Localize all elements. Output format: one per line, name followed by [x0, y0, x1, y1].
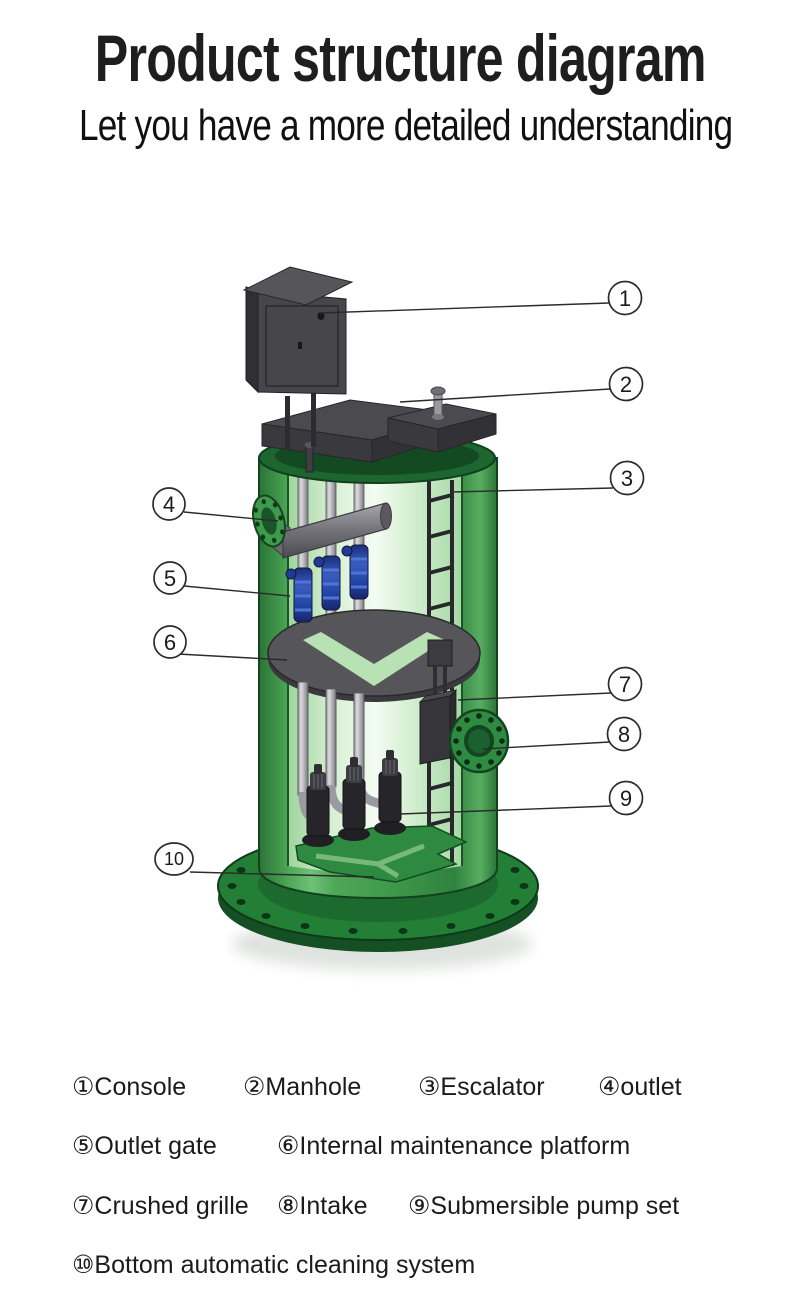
legend-label-2: Manhole	[265, 1073, 362, 1101]
legend-item-outlet-gate: ⑤Outlet gate	[72, 1131, 217, 1161]
svg-text:5: 5	[164, 566, 176, 591]
outlet-gate-valves	[285, 544, 369, 623]
outlet-flange	[252, 494, 286, 548]
maintenance-platform	[267, 609, 481, 702]
submersible-pumps	[302, 750, 406, 847]
svg-text:8: 8	[618, 722, 630, 747]
legend-item-escalator: ③Escalator	[418, 1072, 545, 1102]
callout-1: 1	[319, 280, 643, 316]
intake-flange	[448, 708, 510, 774]
legend-num-7: ⑦	[72, 1192, 95, 1220]
legend-item-intake: ⑧Intake	[277, 1191, 368, 1221]
legend-num-9: ⑨	[408, 1192, 431, 1220]
legend-item-outlet: ④outlet	[598, 1072, 682, 1102]
svg-text:1: 1	[619, 286, 631, 311]
legend-label-1: Console	[94, 1073, 187, 1101]
legend-label-6: Internal maintenance platform	[299, 1132, 631, 1160]
callout-6: 6	[153, 625, 288, 661]
legend-label-10: Bottom automatic cleaning system	[94, 1251, 476, 1279]
legend-item-submersible-pump-set: ⑨Submersible pump set	[408, 1191, 679, 1221]
callout-9: 9	[399, 780, 644, 816]
callout-2: 2	[399, 366, 644, 403]
legend-label-5: Outlet gate	[94, 1132, 217, 1160]
legend-label-7: Crushed grille	[94, 1192, 249, 1220]
svg-text:10: 10	[164, 849, 184, 869]
legend-num-2: ②	[243, 1073, 266, 1101]
legend-label-4: outlet	[620, 1073, 682, 1101]
legend-item-console: ①Console	[72, 1072, 186, 1102]
svg-text:9: 9	[620, 786, 632, 811]
legend-label-8: Intake	[299, 1192, 368, 1220]
legend-num-3: ③	[418, 1073, 441, 1101]
svg-text:7: 7	[619, 672, 631, 697]
discharge-pipes-lower	[297, 681, 365, 796]
legend-num-10: ⑩	[72, 1251, 95, 1279]
legend-label-9: Submersible pump set	[430, 1192, 680, 1220]
callout-5: 5	[153, 561, 291, 597]
callout-8: 8	[481, 716, 642, 752]
svg-text:6: 6	[164, 630, 176, 655]
callout-10: 10	[154, 842, 375, 878]
legend-num-6: ⑥	[277, 1132, 300, 1160]
control-cabinet	[242, 266, 354, 450]
page-subtitle: Let you have a more detailed understandi…	[79, 101, 733, 150]
legend-num-4: ④	[598, 1073, 621, 1101]
callouts: 1 2 3 4 5 6 7	[152, 280, 645, 878]
page-title: Product structure diagram	[94, 21, 707, 95]
legend-item-manhole: ②Manhole	[243, 1072, 361, 1102]
svg-text:4: 4	[163, 492, 175, 517]
legend-num-5: ⑤	[72, 1132, 95, 1160]
legend-item-bottom-cleaning-system: ⑩Bottom automatic cleaning system	[72, 1250, 475, 1280]
callout-7: 7	[457, 666, 643, 702]
vent-pipe	[430, 386, 446, 420]
callout-3: 3	[451, 460, 645, 496]
callout-4: 4	[152, 487, 279, 522]
legend-num-8: ⑧	[277, 1192, 300, 1220]
cabinet-door-knob	[317, 312, 325, 320]
svg-text:3: 3	[621, 466, 633, 491]
bottom-cleaning-platform	[295, 825, 468, 883]
svg-text:2: 2	[620, 372, 632, 397]
legend-num-1: ①	[72, 1073, 95, 1101]
legend-label-3: Escalator	[440, 1073, 545, 1101]
legend-item-crushed-grille: ⑦Crushed grille	[72, 1191, 249, 1221]
legend-item-maintenance-platform: ⑥Internal maintenance platform	[277, 1131, 630, 1161]
